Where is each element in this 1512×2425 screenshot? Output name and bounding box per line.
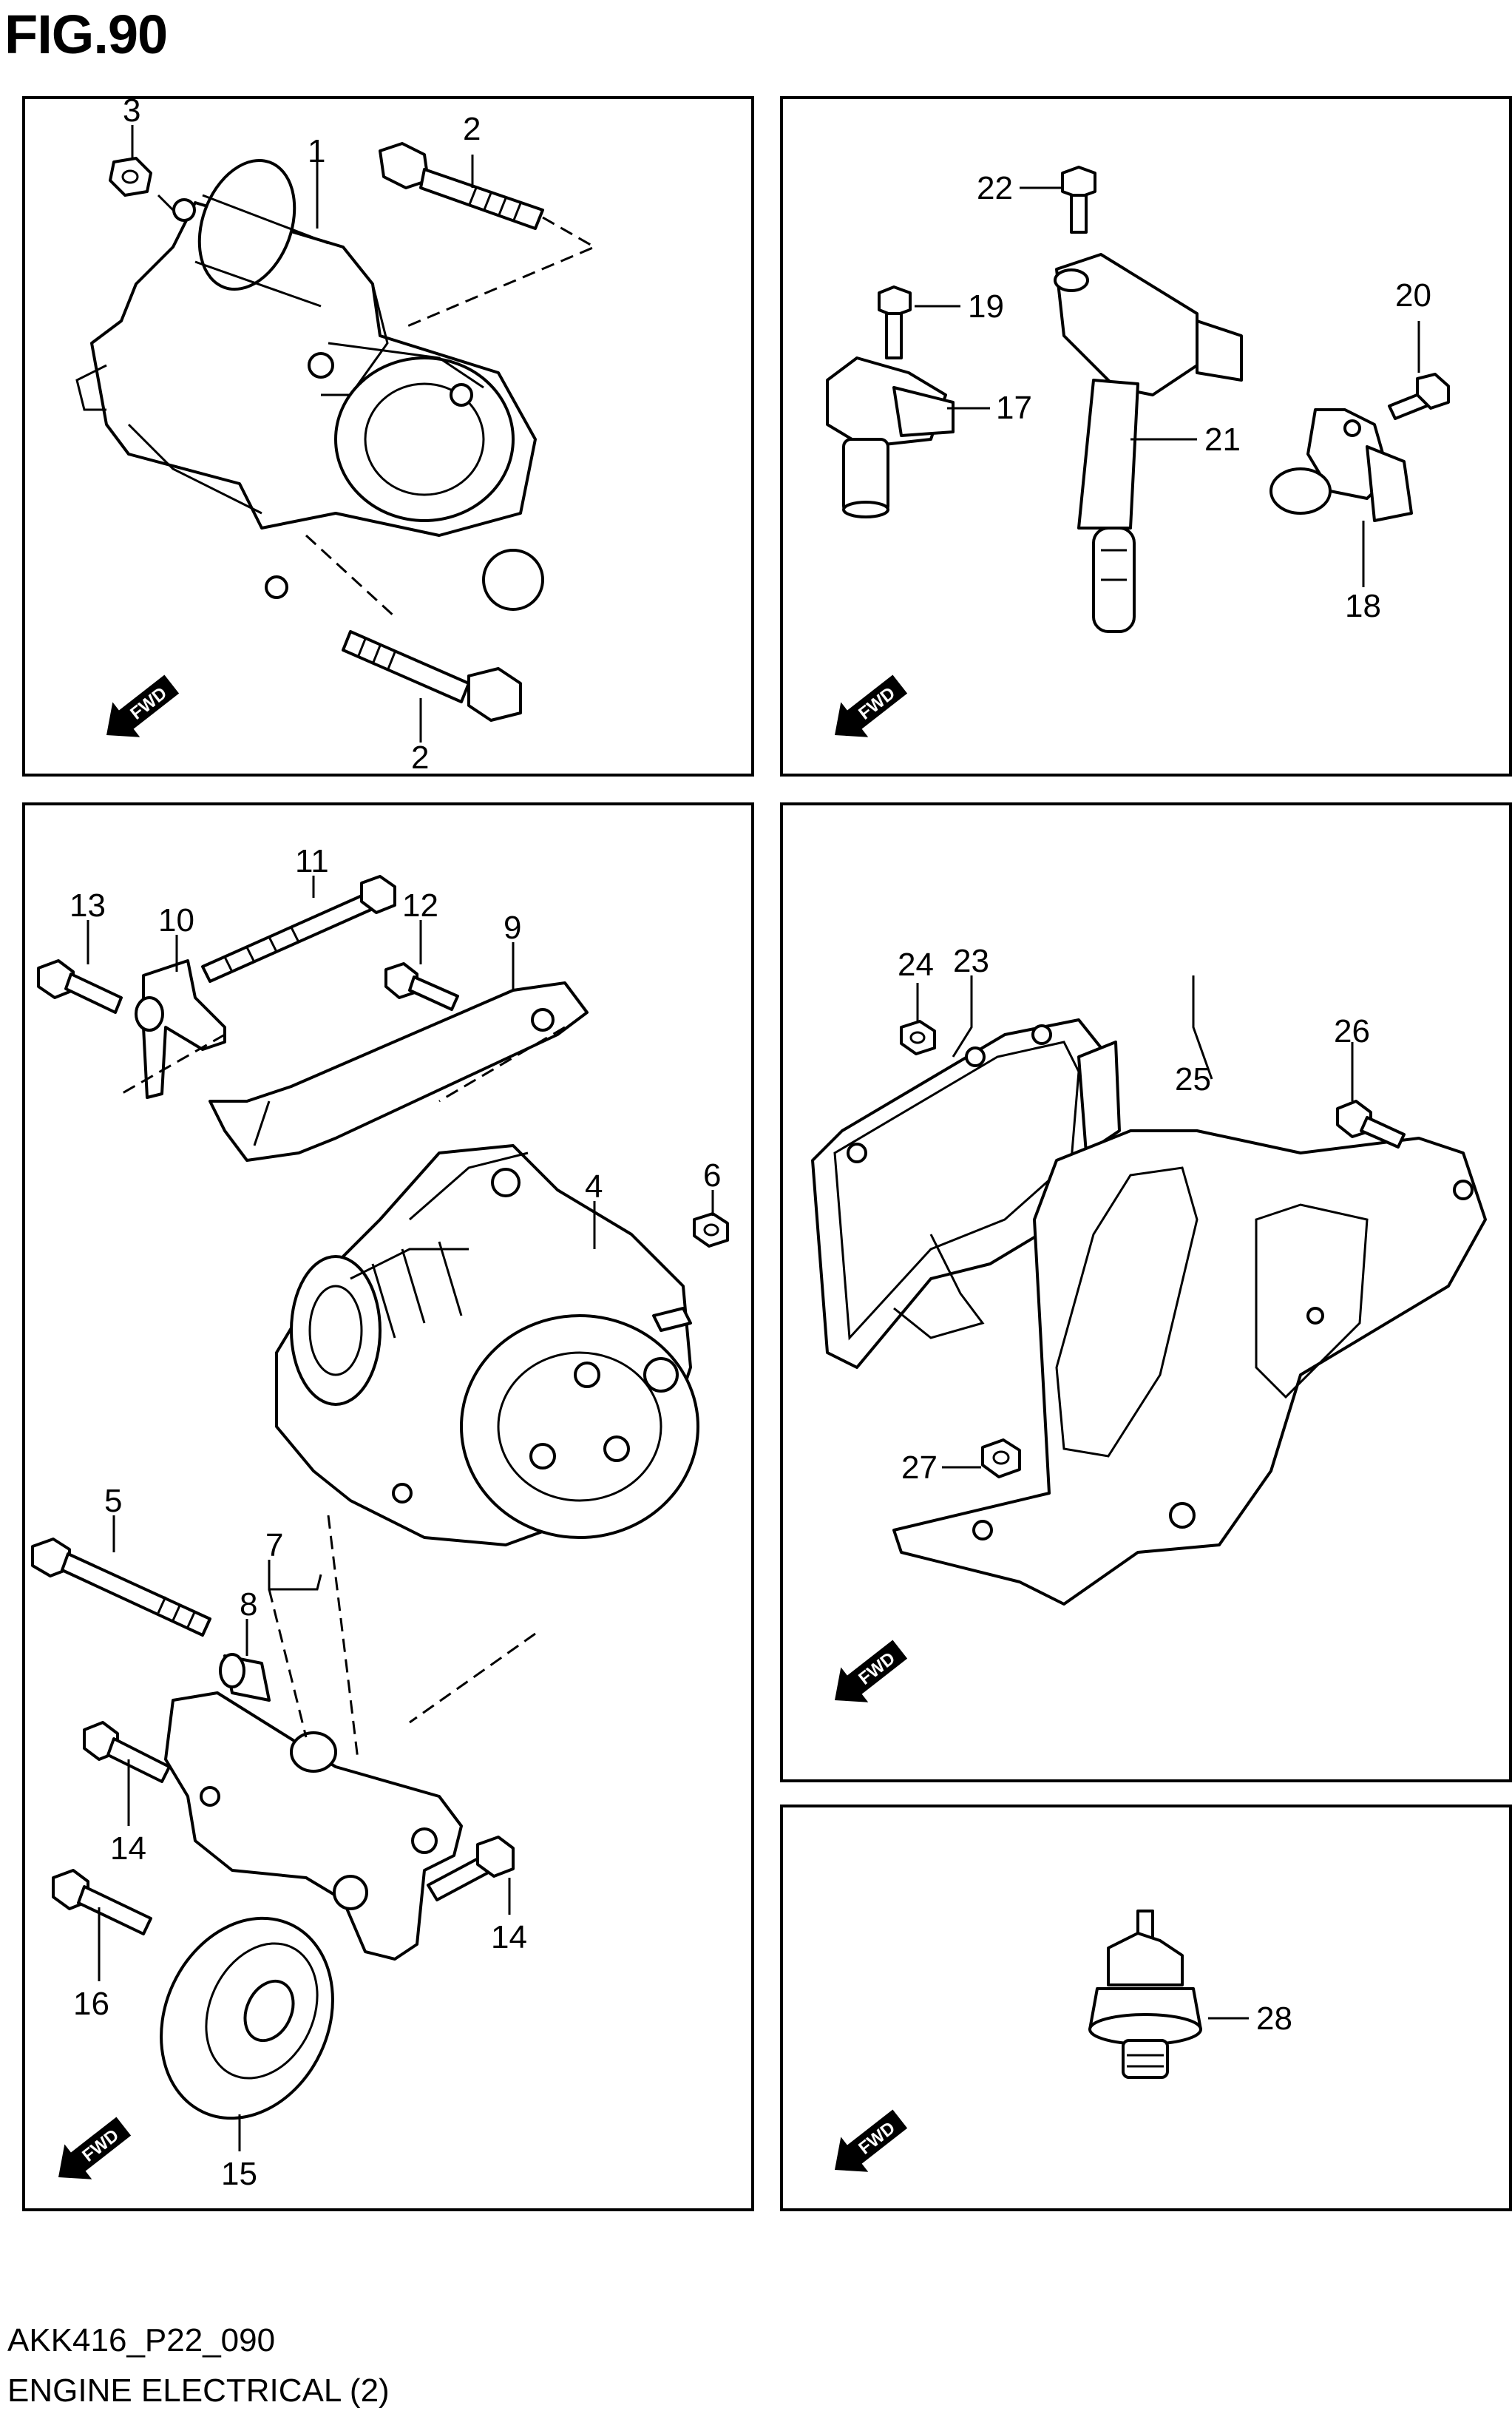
callout-5: 5 <box>104 1483 122 1519</box>
idler-pulley-15-part[interactable] <box>129 1890 365 2147</box>
bolt-14-left-part[interactable] <box>83 1721 171 1783</box>
callout-28: 28 <box>1256 2000 1292 2037</box>
fwd-arrow-icon: FWD <box>106 674 180 737</box>
callout-23: 23 <box>953 943 989 979</box>
switch-28-part[interactable] <box>1088 1910 1202 2079</box>
callout-21: 21 <box>1204 422 1241 458</box>
bolt-12-part[interactable] <box>384 962 459 1011</box>
bolt-26-part[interactable] <box>1336 1100 1406 1149</box>
callout-18: 18 <box>1345 588 1381 624</box>
bracket-25-part[interactable] <box>892 1129 1487 1606</box>
diagram-code: AKK416_P22_090 <box>7 2322 276 2358</box>
callout-15: 15 <box>221 2156 257 2192</box>
alternator-panel: 11 13 10 12 9 6 4 5 7 8 14 14 16 15 FWD <box>22 802 754 2211</box>
callout-14-right: 14 <box>491 1919 527 1955</box>
callout-4: 4 <box>585 1168 603 1205</box>
fwd-arrow-icon: FWD <box>58 2117 132 2179</box>
callout-13: 13 <box>70 887 106 924</box>
alternator-4-part[interactable] <box>275 1144 699 1546</box>
callout-17: 17 <box>996 390 1032 426</box>
callout-7: 7 <box>265 1527 283 1563</box>
bolt-14-right-part[interactable] <box>427 1836 515 1901</box>
callout-26: 26 <box>1334 1013 1370 1049</box>
sensor-18-part[interactable] <box>1269 408 1413 522</box>
callout-14-left: 14 <box>110 1830 146 1867</box>
fwd-arrow-icon: FWD <box>835 1640 908 1702</box>
ignition-coil-21-part[interactable] <box>1054 253 1243 633</box>
callout-22: 22 <box>977 170 1013 206</box>
figure-title: FIG.90 <box>4 4 168 65</box>
bolt-19-part[interactable] <box>878 285 912 359</box>
bolt-16-part[interactable] <box>52 1869 152 1935</box>
bracket-9-part[interactable] <box>209 981 589 1162</box>
bolt-2-upper-part[interactable] <box>379 142 544 230</box>
callout-2-lower: 2 <box>411 740 429 776</box>
bracket-10-part[interactable] <box>135 959 226 1099</box>
callout-20: 20 <box>1395 277 1431 314</box>
bolt-11-part[interactable] <box>201 875 396 983</box>
bolt-2-lower-part[interactable] <box>342 630 522 722</box>
sensor-17-part[interactable] <box>826 356 955 518</box>
nut-6-part[interactable] <box>693 1212 729 1248</box>
callout-3: 3 <box>123 99 140 129</box>
nut-3-part[interactable] <box>109 157 152 197</box>
switch-panel: 28 FWD <box>780 1805 1512 2211</box>
bolt-22-part[interactable] <box>1061 166 1096 234</box>
callout-9: 9 <box>504 910 521 946</box>
nut-24-part[interactable] <box>900 1020 936 1055</box>
callout-10: 10 <box>158 902 194 938</box>
callout-24: 24 <box>898 947 934 983</box>
bracket-7-part[interactable] <box>164 1691 463 1961</box>
starter-panel: 3 1 2 2 FWD <box>22 96 754 777</box>
callout-11: 11 <box>295 843 329 879</box>
callout-2-upper: 2 <box>463 111 481 147</box>
starter-motor-part[interactable] <box>75 147 544 611</box>
bolt-20-part[interactable] <box>1388 373 1450 420</box>
callout-8: 8 <box>240 1586 257 1623</box>
callout-27: 27 <box>901 1450 938 1486</box>
callout-1: 1 <box>308 133 325 169</box>
callout-12: 12 <box>402 887 438 924</box>
callout-19: 19 <box>968 288 1004 325</box>
callout-25: 25 <box>1175 1061 1211 1097</box>
callout-16: 16 <box>73 1986 109 2022</box>
collar-8-part[interactable] <box>219 1653 271 1702</box>
bolt-13-part[interactable] <box>37 959 123 1014</box>
bolt-5-part[interactable] <box>31 1538 211 1637</box>
fwd-arrow-icon: FWD <box>835 674 908 737</box>
fwd-arrow-icon: FWD <box>835 2109 908 2172</box>
diagram-name: ENGINE ELECTRICAL (2) <box>7 2372 390 2409</box>
nut-27-part[interactable] <box>981 1438 1021 1478</box>
callout-6: 6 <box>703 1157 721 1194</box>
ignition-panel: 22 19 17 21 20 18 FWD <box>780 96 1512 777</box>
ecm-panel: 24 23 25 26 27 FWD <box>780 802 1512 1782</box>
